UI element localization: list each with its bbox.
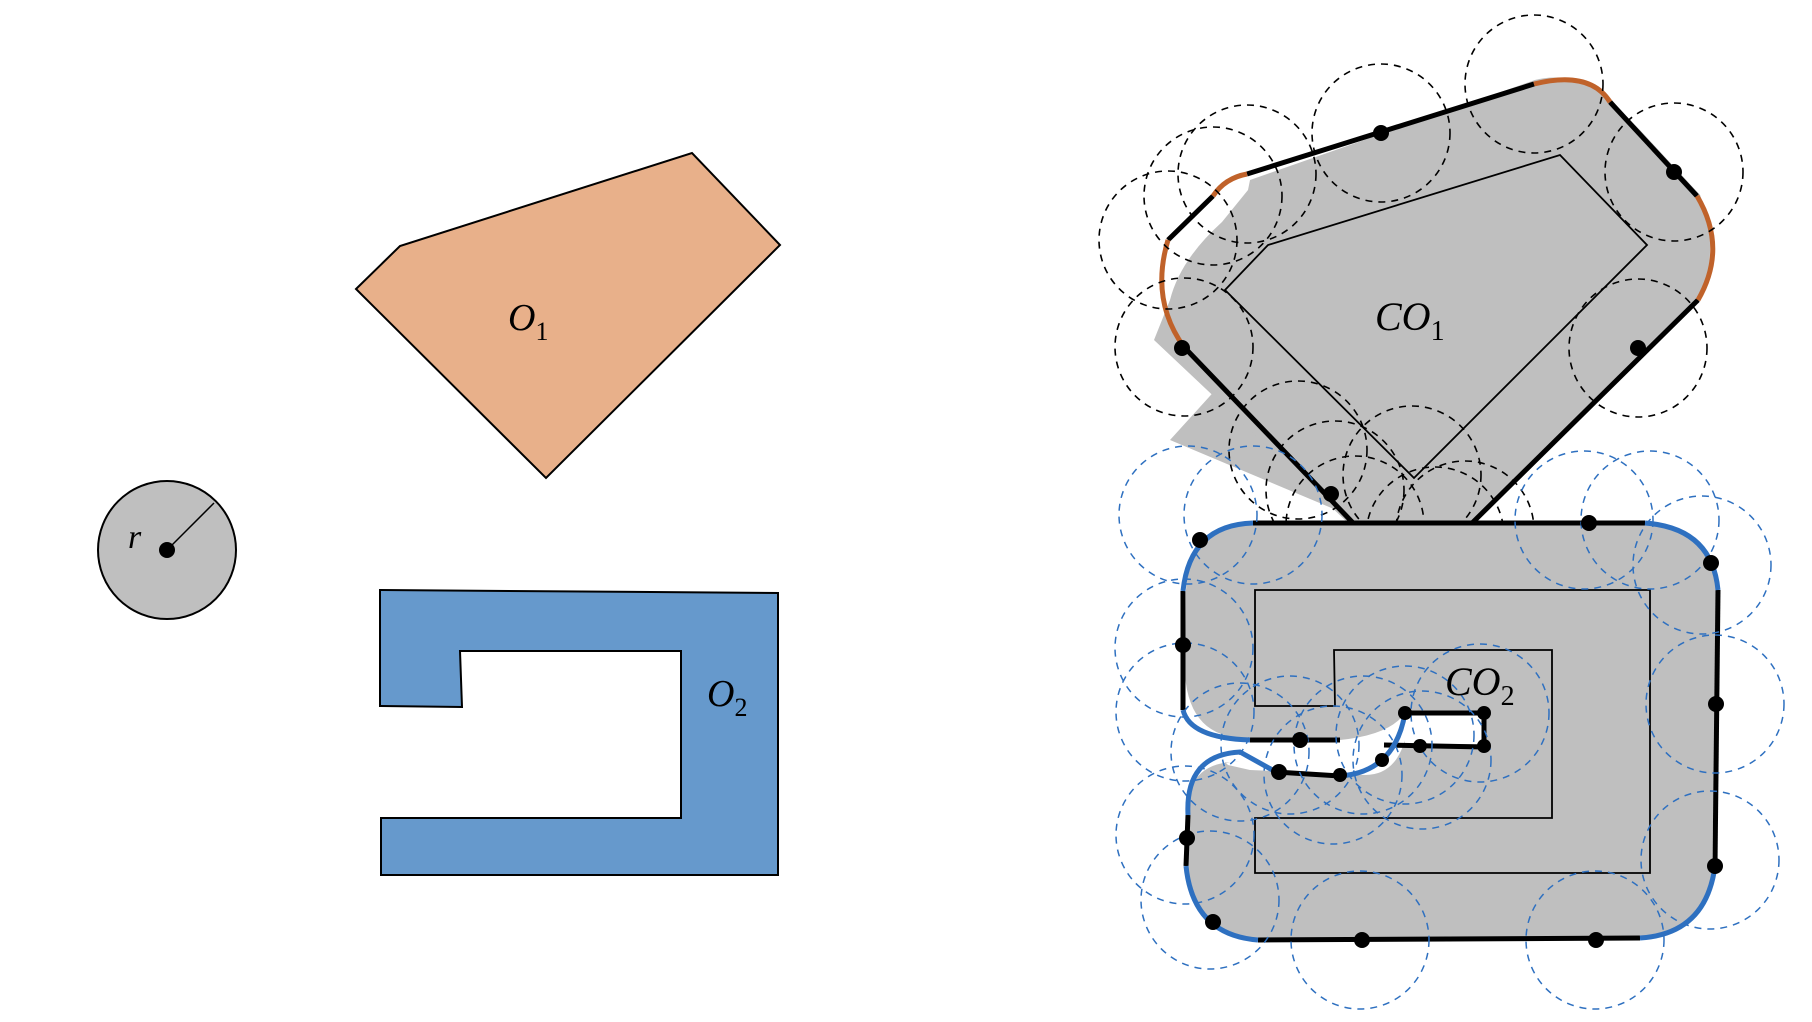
cspace-obstacle-1-edges	[1166, 81, 1700, 532]
co2-edge-right	[1712, 589, 1721, 867]
co1-arc-upper-left	[1210, 171, 1248, 198]
dashed-circle	[1410, 643, 1550, 783]
boundary-point	[1708, 696, 1724, 712]
boundary-point	[1588, 932, 1604, 948]
boundary-point	[1703, 555, 1719, 571]
co2-edge-slot-bottom	[1383, 742, 1485, 750]
dashed-circle	[1645, 634, 1785, 774]
cspace-obstacle-2-dashed-circles	[1114, 445, 1785, 1010]
co2-arc-left-notch	[1180, 709, 1251, 743]
dashed-circle	[1098, 170, 1238, 310]
obstacle-2: O2	[379, 588, 779, 876]
radius-line	[166, 502, 215, 551]
dashed-circle	[1568, 278, 1708, 418]
cspace-obstacle-1-inner-outline	[1223, 153, 1649, 480]
cspace-obstacle-1-region-main	[1154, 77, 1710, 547]
dashed-circle	[1311, 63, 1451, 203]
robot-center-point	[159, 542, 175, 558]
cspace-obstacle-1-label: CO1	[1375, 294, 1445, 347]
co1-edge-top	[1246, 81, 1535, 177]
dashed-circle	[1114, 578, 1254, 718]
dashed-circle	[1514, 450, 1654, 590]
dashed-circle	[1263, 705, 1403, 845]
cspace-obstacle-2-slot	[1402, 713, 1483, 744]
boundary-point	[1581, 515, 1597, 531]
dashed-circle	[1335, 665, 1475, 805]
co1-arc-top	[1533, 77, 1613, 104]
co2-arc-top-right	[1644, 520, 1721, 591]
boundary-point	[1373, 125, 1389, 141]
co1-edge-lower-right	[1463, 298, 1700, 532]
dashed-circle	[1352, 690, 1492, 830]
dashed-circle	[1140, 830, 1280, 970]
dashed-circle	[1293, 675, 1433, 815]
boundary-point	[1413, 739, 1427, 753]
cspace-obstacle-2: CO2	[1114, 445, 1785, 1010]
dashed-circle	[1220, 675, 1360, 815]
boundary-point	[1174, 340, 1190, 356]
boundary-point	[1271, 764, 1287, 780]
dashed-circle	[1170, 682, 1310, 822]
boundary-point	[1175, 637, 1191, 653]
radius-label: r	[128, 519, 142, 556]
dashed-circle	[1640, 790, 1780, 930]
boundary-point	[1375, 753, 1389, 767]
boundary-point	[1205, 914, 1221, 930]
cspace-obstacle-2-label: CO2	[1445, 659, 1515, 712]
obstacle-1: O1	[354, 151, 782, 480]
dashed-circle	[1580, 450, 1720, 590]
boundary-point	[1292, 732, 1308, 748]
co1-edge-left	[1166, 194, 1215, 242]
dashed-circle	[1183, 445, 1323, 585]
dashed-circle	[1177, 104, 1317, 244]
dashed-circle	[1118, 445, 1258, 585]
co1-arc-right	[1694, 194, 1716, 302]
dashed-circle	[1632, 495, 1772, 635]
co2-edge-bottom	[1257, 935, 1641, 943]
cspace-obstacle-2-edges	[1180, 520, 1721, 943]
cspace-obstacle-2-points	[1175, 515, 1724, 948]
boundary-point	[1630, 340, 1646, 356]
co2-arc-left-bulge	[1185, 749, 1278, 816]
dashed-circle	[1115, 642, 1255, 782]
cspace-obstacle-2-inner-outline	[1254, 589, 1651, 874]
obstacle-2-shape	[379, 588, 779, 876]
dashed-circle	[1290, 870, 1430, 1010]
cspace-obstacle-2-region	[1185, 523, 1718, 940]
robot-disk: r	[97, 480, 237, 620]
obstacle-1-label: O1	[508, 297, 548, 346]
boundary-point	[1477, 739, 1491, 753]
boundary-point	[1398, 706, 1412, 720]
co2-arc-bottom-right	[1639, 865, 1718, 941]
obstacle-1-shape	[354, 151, 782, 480]
co1-edge-right	[1608, 100, 1699, 198]
dashed-circle	[1525, 870, 1665, 1010]
boundary-point	[1354, 932, 1370, 948]
dashed-circle	[1604, 102, 1744, 242]
dashed-circle	[1114, 277, 1254, 417]
boundary-point	[1666, 164, 1682, 180]
boundary-point	[1192, 532, 1208, 548]
boundary-point	[1323, 486, 1339, 502]
dashed-circle	[1228, 380, 1368, 520]
boundary-point	[1179, 830, 1195, 846]
boundary-point	[1333, 768, 1347, 782]
co1-arc-left	[1159, 239, 1187, 349]
boundary-point	[1477, 706, 1491, 720]
cspace-obstacle-1: CO1	[1098, 14, 1744, 606]
dashed-circle	[1143, 126, 1283, 266]
dashed-circle	[1464, 14, 1604, 154]
dashed-circle	[1115, 765, 1255, 905]
boundary-point	[1707, 858, 1723, 874]
obstacle-2-label: O2	[707, 673, 747, 722]
